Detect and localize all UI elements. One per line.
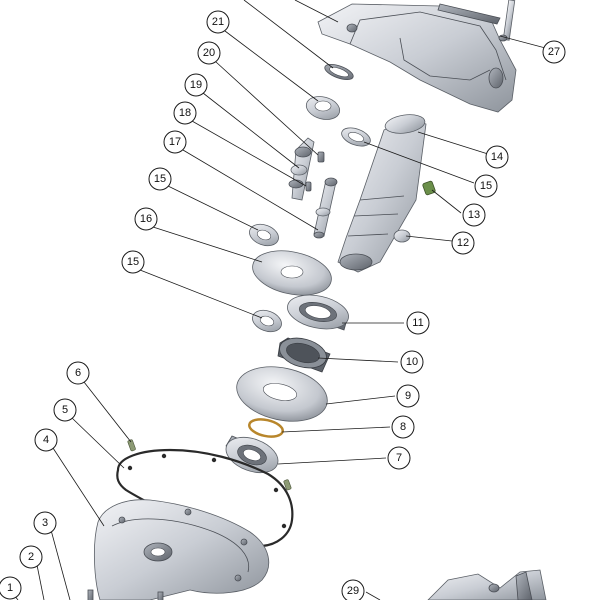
callout-11: 11 [406,311,430,335]
callout-16-label: 16 [140,213,152,225]
part-15-bearing-low [252,309,282,333]
callout-17-label: 17 [169,136,181,148]
part-15-bearing-mid [249,223,279,247]
callout-5-label: 5 [62,404,68,416]
callout-7-label: 7 [396,452,402,464]
callout-1: 1 [0,576,22,600]
callout-9: 9 [396,384,420,408]
part-15-ring-upper [341,127,371,147]
callout-14-label: 14 [491,151,503,163]
callout-21-label: 21 [212,16,224,28]
callout-15-label: 15 [154,173,166,185]
callout-18: 18 [173,101,197,125]
upper-housing [317,3,517,113]
part-7-bearing [225,435,279,474]
callout-4: 4 [34,428,58,452]
callout-29: 29 [341,579,365,600]
part-3-bolt [87,589,94,600]
callout-2-label: 2 [28,551,34,563]
callout-15-upper-left: 15 [148,167,172,191]
callout-9-label: 9 [405,390,411,402]
callout-1-label: 1 [7,582,13,594]
callout-13: 13 [462,203,486,227]
part-19-shaft [288,137,315,201]
callout-19-label: 19 [190,79,202,91]
part-20-key [317,151,325,163]
callout-6: 6 [66,361,90,385]
part-11-bearing [287,294,349,331]
part-13-spring [422,180,436,196]
callout-16: 16 [134,207,158,231]
part-6-pin [127,439,136,452]
part-27-shaft [498,0,516,42]
callout-15-lower-left: 15 [121,250,145,274]
callout-3-label: 3 [42,517,48,529]
callout-19: 19 [184,73,208,97]
callout-10-label: 10 [406,356,418,368]
part-10-ring [277,337,331,373]
part-8-oring [248,418,284,438]
part-washer-top [324,63,354,81]
part-4-lower-housing [93,499,270,600]
callout-13-label: 13 [468,209,480,221]
callout-2: 2 [19,545,43,569]
callout-20: 20 [197,41,221,65]
callout-18-label: 18 [179,107,191,119]
callout-17: 17 [163,130,187,154]
callout-27: 27 [542,40,566,64]
part-18-key [305,181,312,192]
part-21-bearing [305,96,341,120]
part-16-disc [252,250,332,296]
part-2-bolt [157,591,164,600]
callout-21: 21 [206,10,230,34]
leader-lines [13,0,554,600]
callout-7: 7 [387,446,411,470]
callout-20-label: 20 [203,47,215,59]
callout-15-label: 15 [480,180,492,192]
callout-6-label: 6 [75,367,81,379]
part-pin-right [283,479,292,491]
callout-12-label: 12 [457,237,469,249]
callout-15-right: 15 [474,174,498,198]
callout-27-label: 27 [548,46,560,58]
callout-10: 10 [400,350,424,374]
part-12-plug [393,229,411,243]
part-17-shaft [313,177,338,239]
callout-12: 12 [451,231,475,255]
callout-3: 3 [33,511,57,535]
part-9-disc [236,366,328,422]
callout-14: 14 [485,145,509,169]
callout-8: 8 [391,415,415,439]
callout-15-label: 15 [127,256,139,268]
part-29-assembly [427,569,547,600]
callout-8-label: 8 [400,421,406,433]
callout-29-label: 29 [347,585,359,597]
callout-11-label: 11 [412,317,423,329]
callout-4-label: 4 [43,434,49,446]
callout-5: 5 [53,398,77,422]
